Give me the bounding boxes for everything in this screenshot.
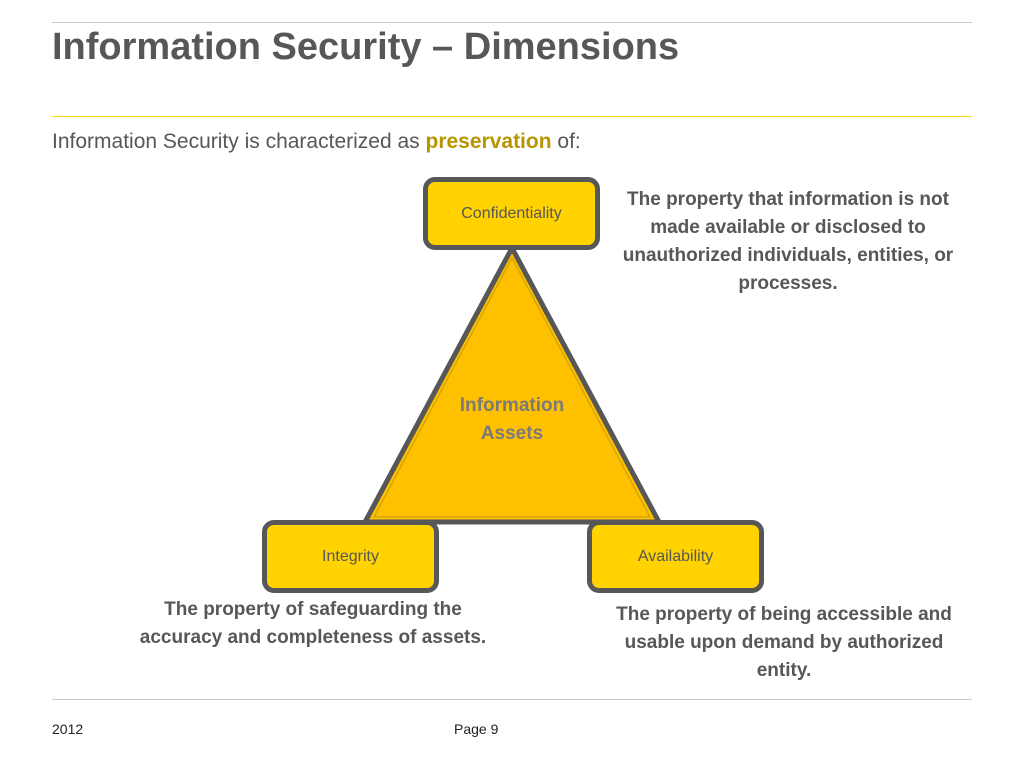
integrity-node: Integrity xyxy=(262,520,439,593)
footer-year: 2012 xyxy=(52,721,84,737)
availability-description: The property of being accessible and usa… xyxy=(616,604,952,681)
center-line-2: Assets xyxy=(480,423,544,444)
intro-suffix: of: xyxy=(557,130,581,153)
integrity-label: Integrity xyxy=(322,547,379,565)
footer-divider xyxy=(52,699,972,700)
triangle-inner-outline xyxy=(372,256,652,518)
confidentiality-node: Confidentiality xyxy=(423,177,600,250)
availability-node: Availability xyxy=(587,520,764,593)
confidentiality-label: Confidentiality xyxy=(461,204,562,222)
triangle-shape xyxy=(362,245,662,525)
intro-highlight: preservation xyxy=(425,130,552,153)
integrity-description: The property of safeguarding the accurac… xyxy=(139,599,487,648)
page-number: Page 9 xyxy=(454,721,499,737)
page-title: Information Security – Dimensions xyxy=(52,26,680,68)
top-divider xyxy=(52,22,972,23)
center-line-1: Information xyxy=(459,395,565,416)
availability-label: Availability xyxy=(637,547,714,565)
confidentiality-description: The property that information is not mad… xyxy=(622,189,954,294)
intro-text: Information Security is characterized as… xyxy=(52,129,581,155)
information-assets-label: Information Assets xyxy=(432,392,592,448)
title-underline xyxy=(52,116,972,117)
intro-prefix: Information Security is characterized as xyxy=(52,130,420,153)
